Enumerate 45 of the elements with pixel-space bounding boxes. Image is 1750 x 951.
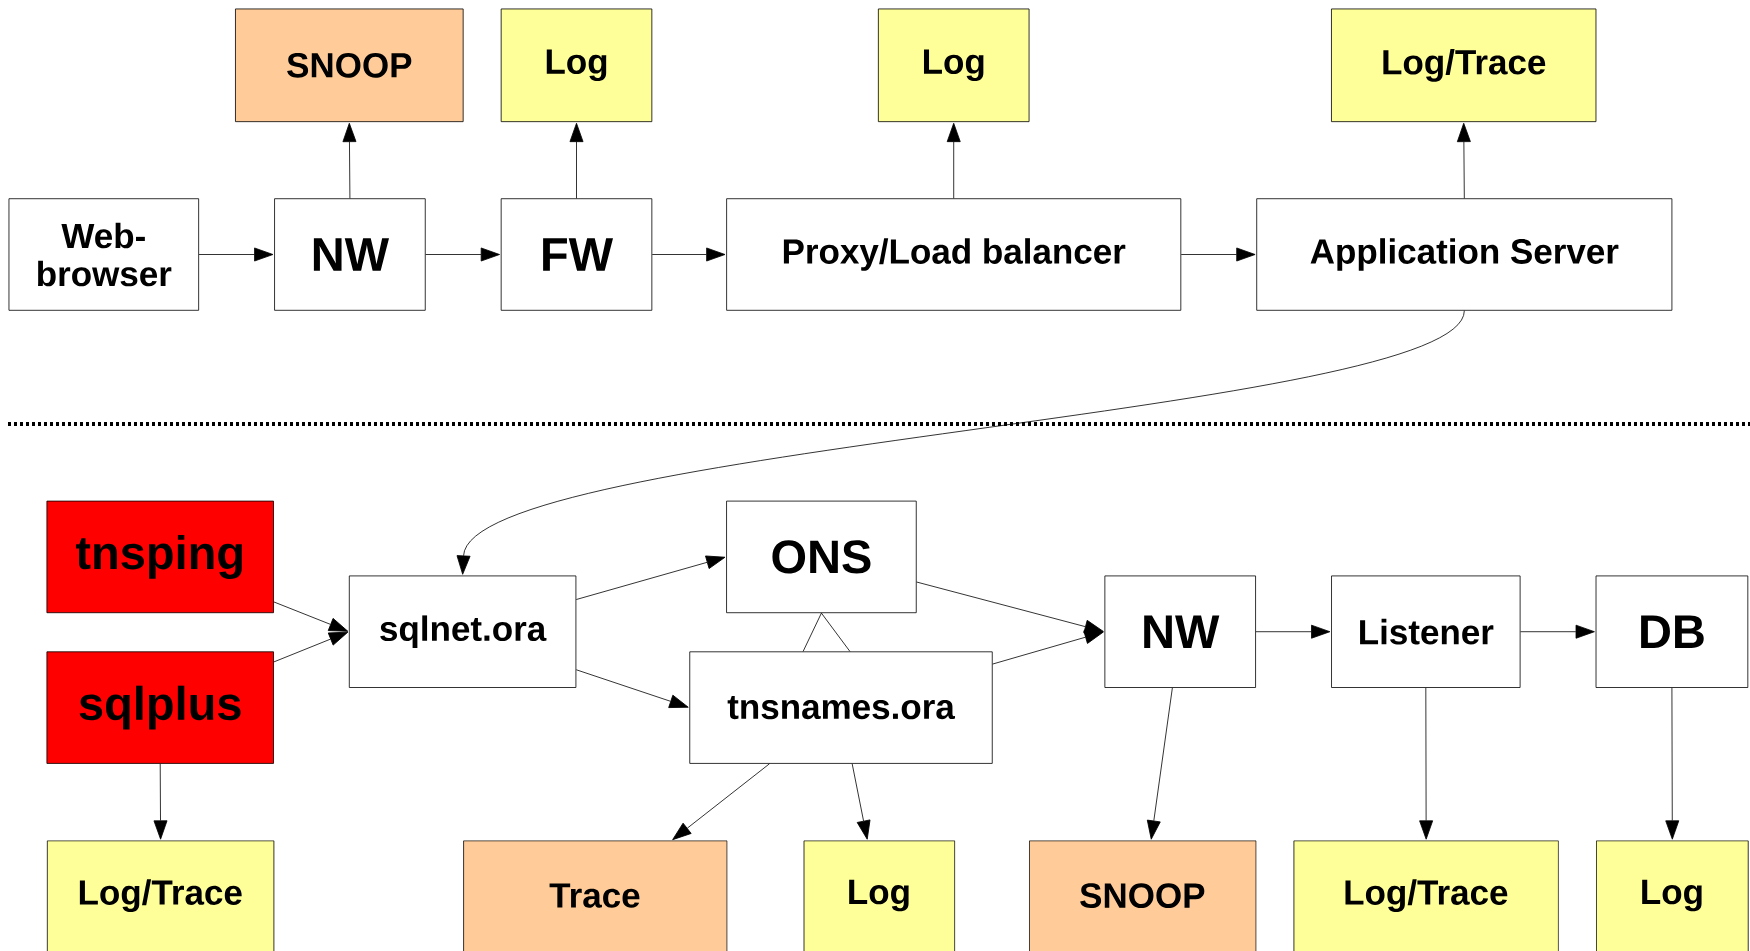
- arrow: [651, 247, 726, 262]
- log-box: Log: [803, 840, 956, 951]
- arrow: [916, 581, 1104, 634]
- arrow: [342, 122, 357, 199]
- process-box: ONS: [726, 500, 917, 614]
- process-box: NW: [274, 198, 426, 311]
- process-box: SNOOP: [235, 8, 464, 123]
- process-box: FW: [500, 198, 653, 311]
- arrow: [946, 122, 961, 199]
- arrow: [1146, 687, 1173, 840]
- arrow: [198, 247, 274, 262]
- arrow: [992, 630, 1104, 665]
- process-box: NW: [1104, 575, 1256, 688]
- arrow: [575, 669, 689, 708]
- arrow: [1520, 624, 1595, 639]
- arrow: [672, 763, 770, 841]
- arrow: [1419, 687, 1434, 840]
- arrow: [1255, 624, 1331, 639]
- process-box: Proxy/Load balancer: [726, 198, 1182, 311]
- process-box: sqlnet.ora: [348, 575, 577, 688]
- process-box: Listener: [1331, 575, 1521, 688]
- arrow: [569, 122, 584, 199]
- log-box: SNOOP: [1029, 840, 1257, 951]
- log-box: Trace: [463, 840, 728, 951]
- arrow: [575, 555, 726, 600]
- arrow: [1180, 247, 1256, 262]
- arrow: [153, 763, 168, 840]
- arrow: [425, 247, 500, 262]
- process-box: Log/Trace: [1331, 8, 1597, 123]
- process-box: tnsping: [46, 500, 274, 614]
- process-box: Log: [877, 8, 1030, 123]
- log-box: Log/Trace: [46, 840, 275, 951]
- process-box: tnsnames.ora: [689, 651, 993, 764]
- arrow: [273, 631, 349, 663]
- log-box: Log: [1596, 840, 1749, 951]
- process-box: Web-browser: [8, 198, 200, 311]
- log-box: Log/Trace: [1293, 840, 1559, 951]
- process-box: sqlplus: [46, 651, 274, 764]
- process-box: Log: [500, 8, 653, 123]
- arrow: [273, 601, 349, 632]
- arrow: [1456, 122, 1471, 199]
- arrow: [851, 763, 871, 840]
- process-box: DB: [1595, 575, 1749, 688]
- arrow: [1665, 687, 1680, 840]
- process-box: Application Server: [1256, 198, 1673, 311]
